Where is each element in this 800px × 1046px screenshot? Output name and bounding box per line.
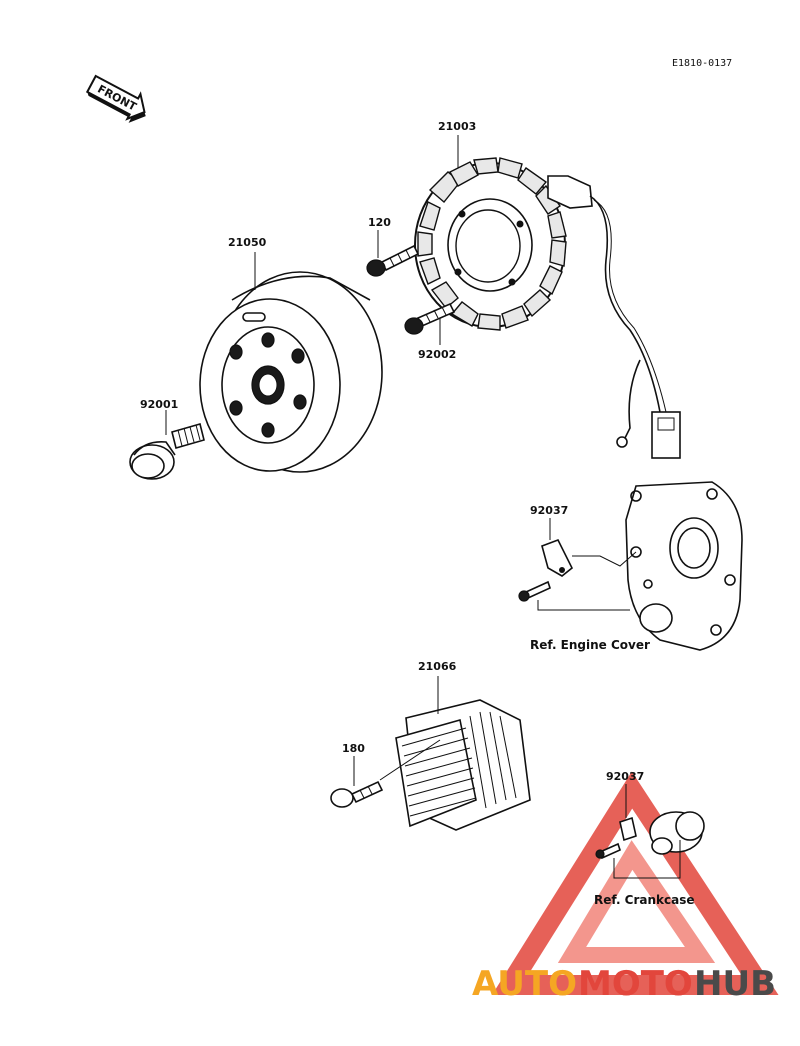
watermark-brand-2: MOTO xyxy=(578,964,693,1004)
stator-bolt-upper xyxy=(366,244,420,277)
part-label-regulator-bolt: 180 xyxy=(342,742,365,755)
ref-crankcase: Ref. Crankcase xyxy=(594,893,695,907)
stator-bolt-lower xyxy=(404,302,456,335)
stator-coil xyxy=(414,157,681,459)
regulator-bolt xyxy=(330,780,384,808)
ref-engine-cover: Ref. Engine Cover xyxy=(530,638,650,652)
leader-bolt-cover xyxy=(537,600,630,611)
part-label-clamp-lower: 92037 xyxy=(606,770,644,783)
flywheel-bolt xyxy=(129,423,205,480)
part-label-flywheel-bolt: 92001 xyxy=(140,398,178,411)
part-label-stator-bolt-b: 92002 xyxy=(418,348,456,361)
leader-180-b xyxy=(379,739,441,781)
engine-cover xyxy=(625,481,743,651)
part-label-clamp-upper: 92037 xyxy=(530,504,568,517)
clamp-lower xyxy=(595,816,637,860)
diagram-code: E1810-0137 xyxy=(672,58,732,69)
regulator-rectifier xyxy=(395,699,531,831)
clamp-upper xyxy=(518,538,574,602)
watermark-brand-3: HUB xyxy=(694,964,776,1004)
crankcase-part xyxy=(649,811,705,855)
leader-clamp-upper xyxy=(572,551,637,567)
part-label-flywheel: 21050 xyxy=(228,236,267,249)
leader-crankcase xyxy=(613,840,681,879)
watermark-text: AUTO MOTO HUB xyxy=(472,964,776,1004)
watermark-brand-1: AUTO xyxy=(472,964,577,1004)
front-arrow-icon: FRONT xyxy=(85,74,146,123)
part-label-stator: 21003 xyxy=(438,120,476,133)
part-label-regulator: 21066 xyxy=(418,660,457,673)
watermark-logo xyxy=(491,771,779,995)
flywheel-rotor xyxy=(199,271,383,473)
part-label-stator-bolt: 120 xyxy=(368,216,391,229)
